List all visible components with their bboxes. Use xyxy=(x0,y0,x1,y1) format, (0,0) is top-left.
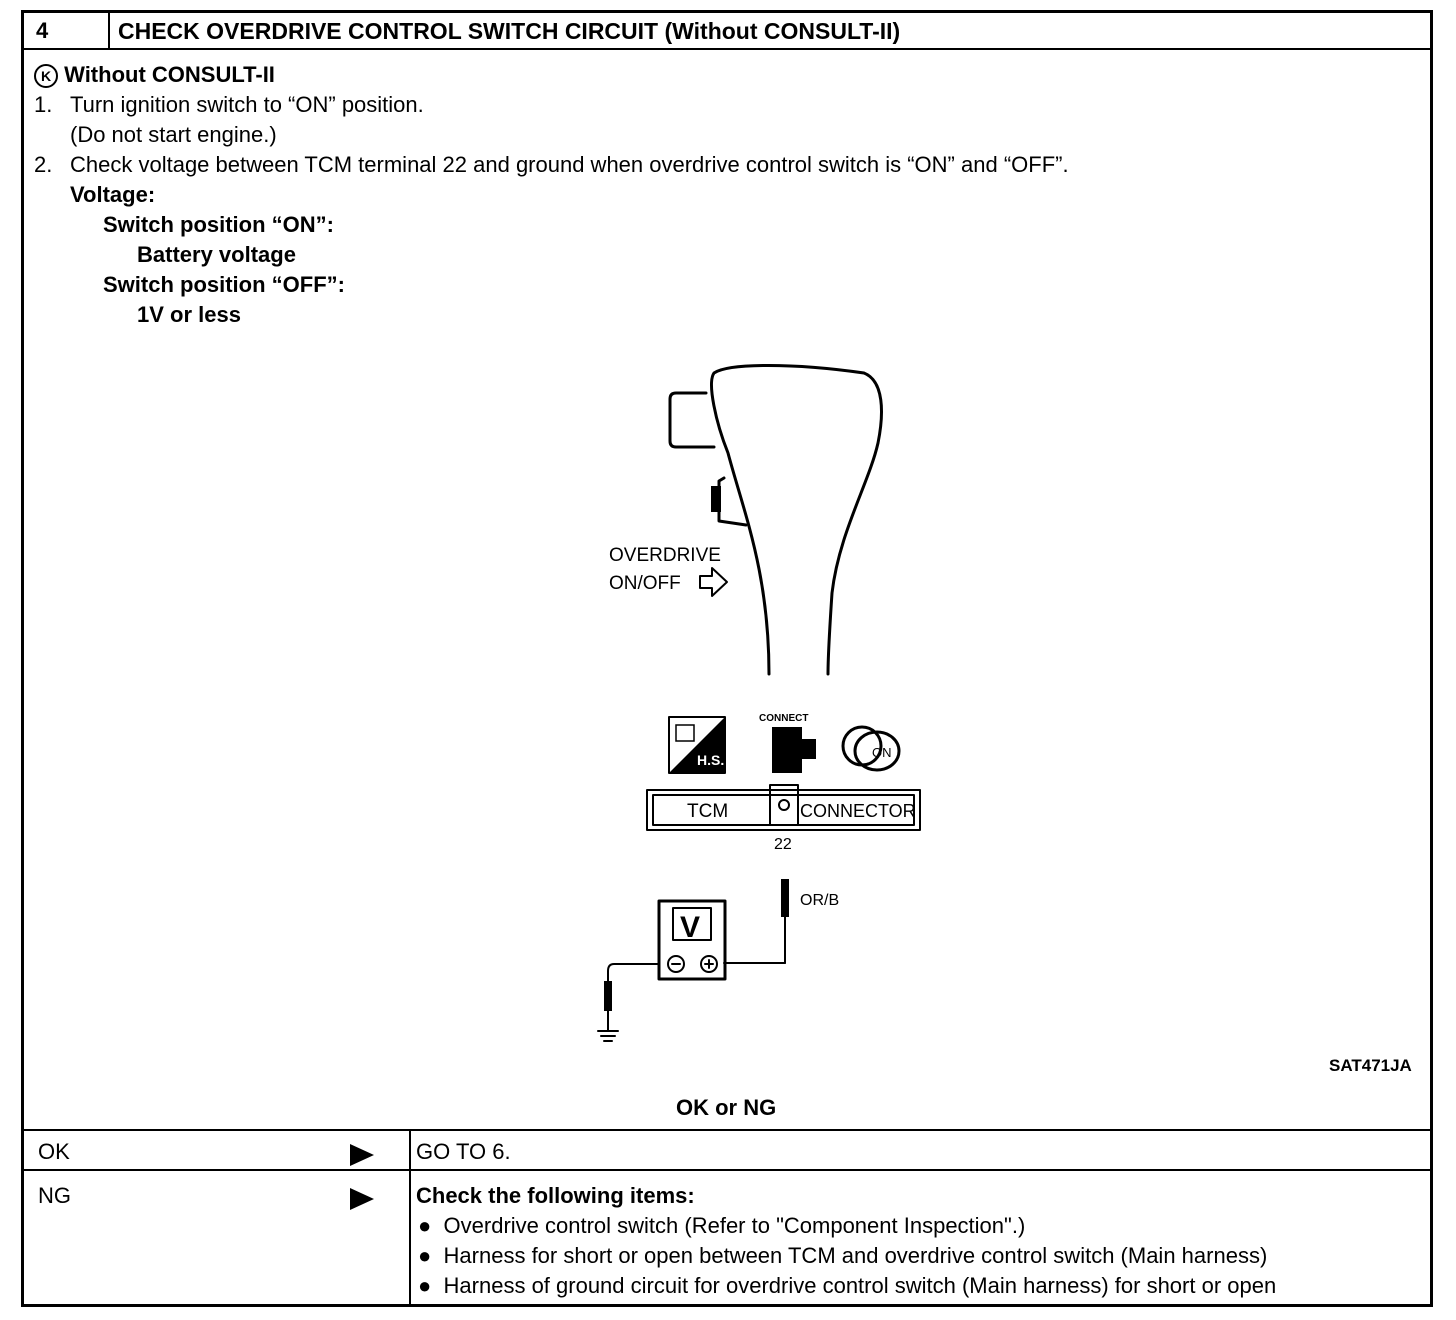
voltmeter-body xyxy=(657,899,727,981)
ng-arrow-icon xyxy=(350,1188,374,1210)
step-2-number: 2. xyxy=(34,152,53,177)
table-column-divider xyxy=(409,1129,411,1307)
figure-id: SAT471JA xyxy=(1329,1056,1412,1075)
voltmeter-display xyxy=(672,907,712,941)
ng-item-text: Harness of ground circuit for overdrive … xyxy=(443,1273,1277,1298)
table-top-border xyxy=(24,1129,1430,1131)
tcm-connector-outer xyxy=(646,789,921,831)
voltmeter-positive-terminal xyxy=(700,955,718,973)
voltmeter-negative-terminal xyxy=(667,955,685,973)
terminal-number: 22 xyxy=(774,836,792,853)
voltage-label: Voltage: xyxy=(70,182,156,207)
shift-knob xyxy=(710,364,883,676)
probe-positive xyxy=(781,879,789,917)
spec-off-label: Switch position “OFF”: xyxy=(103,272,345,297)
spec-on-value: Battery voltage xyxy=(137,242,296,267)
ground-wire xyxy=(607,963,660,1032)
step-1-text: Turn ignition switch to “ON” position. xyxy=(70,92,424,117)
hs-icon-fill xyxy=(669,717,725,773)
spec-off-value: 1V or less xyxy=(137,302,241,327)
step-2-text: Check voltage between TCM terminal 22 an… xyxy=(70,152,1069,177)
on-label: ON xyxy=(872,745,892,760)
connect-label: CONNECT xyxy=(759,713,808,724)
voltmeter-label: V xyxy=(680,911,700,944)
bullet-icon: ● xyxy=(418,1273,432,1298)
circuit-diagram: H.S. CONNECT ON OVERDRIVE ON/OFF TCM CON… xyxy=(597,364,1412,1075)
mode-label: Without CONSULT-II xyxy=(64,62,275,87)
knob-side-button xyxy=(668,391,716,449)
connector-label: CONNECTOR xyxy=(800,801,916,821)
probe-ground xyxy=(604,981,612,1011)
ng-item: ● Overdrive control switch (Refer to "Co… xyxy=(418,1213,1025,1239)
ng-item: ● Harness of ground circuit for overdriv… xyxy=(418,1273,1276,1299)
step-1-number: 1. xyxy=(34,92,53,117)
ng-item-text: Harness for short or open between TCM an… xyxy=(443,1243,1268,1268)
terminal-22-pin xyxy=(778,799,790,811)
step-title: CHECK OVERDRIVE CONTROL SWITCH CIRCUIT (… xyxy=(118,18,901,44)
table-row-divider xyxy=(24,1169,1430,1171)
hs-label: H.S. xyxy=(697,752,724,768)
terminal-22-box xyxy=(769,784,799,826)
overdrive-label-1: OVERDRIVE xyxy=(609,545,721,566)
ng-label: NG xyxy=(38,1183,71,1208)
procedure-box: 4 CHECK OVERDRIVE CONTROL SWITCH CIRCUIT… xyxy=(21,10,1433,1307)
bullet-icon: ● xyxy=(418,1243,432,1268)
overdrive-switch xyxy=(711,486,721,512)
header-divider xyxy=(108,13,110,48)
step-number: 4 xyxy=(36,18,49,43)
ok-arrow-icon xyxy=(350,1144,374,1166)
ok-or-ng-question: OK or NG xyxy=(676,1095,777,1120)
overdrive-arrow-icon xyxy=(699,567,728,597)
wire-color-label: OR/B xyxy=(800,892,839,909)
overdrive-label-2: ON/OFF xyxy=(609,573,681,594)
step-header: 4 CHECK OVERDRIVE CONTROL SWITCH CIRCUIT… xyxy=(24,13,1430,50)
mode-line: K Without CONSULT-II xyxy=(34,62,275,88)
bullet-icon: ● xyxy=(418,1213,432,1238)
connect-icon xyxy=(772,727,816,773)
ok-action: GO TO 6. xyxy=(416,1139,511,1164)
without-consult-icon: K xyxy=(34,64,58,88)
spec-on-label: Switch position “ON”: xyxy=(103,212,334,237)
ng-heading: Check the following items: xyxy=(416,1183,695,1208)
ng-item: ● Harness for short or open between TCM … xyxy=(418,1243,1267,1269)
ng-item-text: Overdrive control switch (Refer to "Comp… xyxy=(443,1213,1026,1238)
ok-label: OK xyxy=(38,1139,70,1164)
tcm-label: TCM xyxy=(687,801,728,822)
step-1-note: (Do not start engine.) xyxy=(70,122,277,147)
